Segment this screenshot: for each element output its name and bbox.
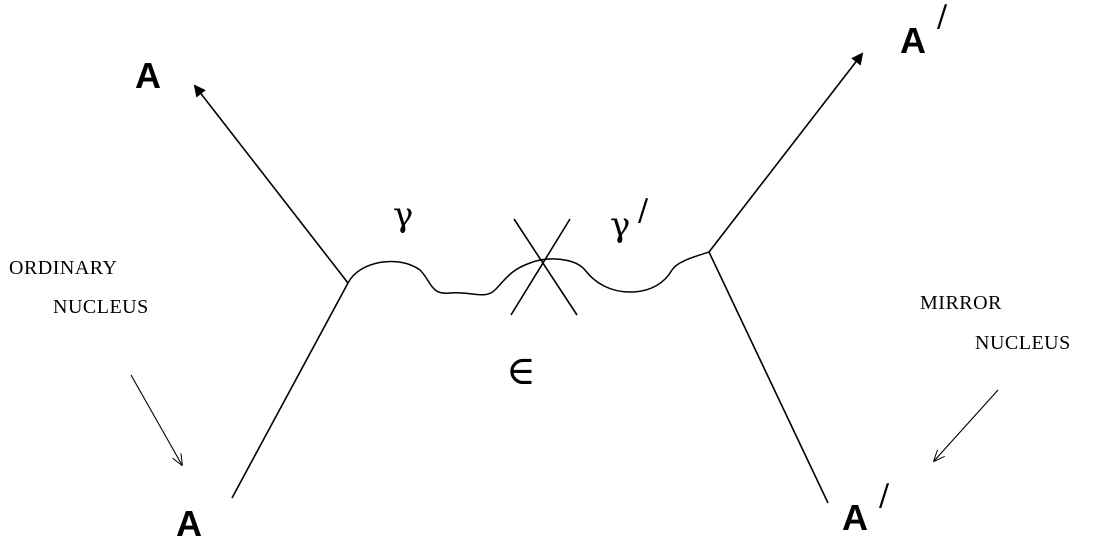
mixing-parameter-symbol: ∈ xyxy=(506,348,536,394)
photon-label-ordinary: γ xyxy=(393,195,413,235)
mirror-out-prime-mark: / xyxy=(937,0,948,34)
mirror-in-prime-mark: / xyxy=(879,478,890,513)
mirror-label-pointer-arrow xyxy=(934,389,999,461)
mirror-nucleus-label-line1: MIRROR xyxy=(920,292,1002,314)
ordinary-nucleus-incoming-line xyxy=(231,282,349,499)
ordinary-nucleus-label-line1: ORDINARY xyxy=(9,257,117,279)
ordinary-label-pointer-arrow xyxy=(130,374,182,465)
particle-label-ordinary-in: A xyxy=(176,503,202,539)
photon-propagator xyxy=(347,251,710,296)
particle-label-ordinary-out: A xyxy=(135,55,161,96)
mixing-cross-stroke-2 xyxy=(510,218,571,316)
photon-mirror-prime-mark: / xyxy=(638,193,649,228)
ordinary-nucleus-label-line2: NUCLEUS xyxy=(53,296,149,318)
mirror-nucleus-label-line2: NUCLEUS xyxy=(975,332,1071,354)
ordinary-nucleus-outgoing-arrow xyxy=(193,84,349,284)
mirror-nucleus-outgoing-arrow xyxy=(708,52,864,253)
mirror-nucleus-incoming-line xyxy=(708,251,829,504)
particle-label-mirror-in: A xyxy=(842,497,868,538)
mixing-cross-stroke-1 xyxy=(513,218,578,316)
photon-label-mirror: γ xyxy=(610,205,630,245)
particle-label-mirror-out: A xyxy=(900,20,926,61)
